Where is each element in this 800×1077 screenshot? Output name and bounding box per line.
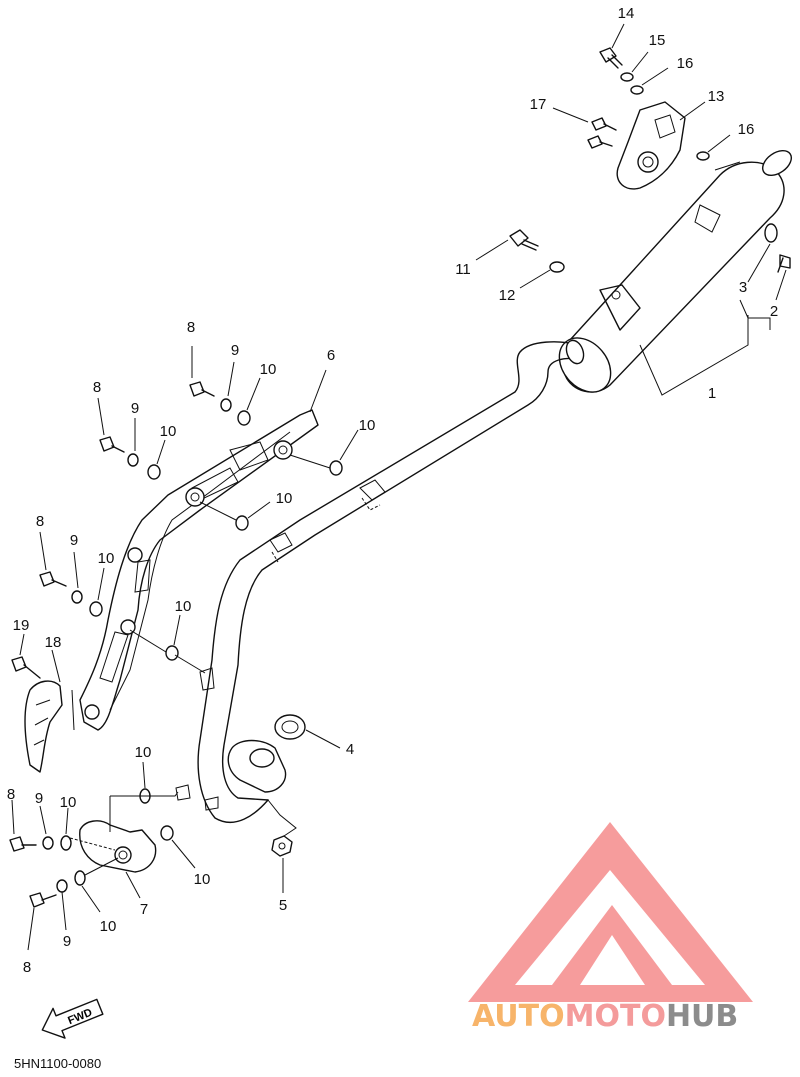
label-9: 9 xyxy=(35,790,43,807)
washer-part-10f xyxy=(165,645,179,661)
label-10: 10 xyxy=(160,423,177,440)
label-9: 9 xyxy=(131,400,139,417)
bolt-part-2 xyxy=(775,254,791,301)
label-18: 18 xyxy=(45,634,62,651)
protector-part-6 xyxy=(79,369,327,731)
label-19: 19 xyxy=(13,617,30,634)
exhaust-pipe-part xyxy=(175,339,585,823)
label-8: 8 xyxy=(187,319,195,336)
label-16: 16 xyxy=(677,55,694,72)
label-7: 7 xyxy=(140,901,148,918)
label-8: 8 xyxy=(93,379,101,396)
washer-part-10h xyxy=(160,825,174,841)
part-labels: 1 2 3 4 5 6 7 8 8 8 8 8 9 9 9 9 9 10 10 … xyxy=(7,5,778,976)
washer-part-10i xyxy=(60,835,72,851)
label-10: 10 xyxy=(359,417,376,434)
label-16: 16 xyxy=(738,121,755,138)
bolt-part-8c xyxy=(39,571,55,587)
label-10: 10 xyxy=(175,598,192,615)
bolt-part-8b xyxy=(99,436,115,452)
washer-part-16b xyxy=(696,151,710,161)
washer-part-3 xyxy=(764,223,778,243)
label-11: 11 xyxy=(455,261,471,278)
label-3: 3 xyxy=(739,279,747,296)
label-1: 1 xyxy=(708,385,716,402)
label-10: 10 xyxy=(276,490,293,507)
label-10: 10 xyxy=(100,918,117,935)
bolt-part-8d xyxy=(9,836,25,852)
muffler-part xyxy=(558,149,793,396)
washer-part-9a xyxy=(220,398,232,412)
bolt-part-8a xyxy=(189,381,205,397)
label-10: 10 xyxy=(194,871,211,888)
label-17: 17 xyxy=(530,96,547,113)
label-12: 12 xyxy=(499,287,516,304)
bolt-part-17 xyxy=(552,107,617,149)
washer-part-10a xyxy=(237,410,251,426)
washer-part-10e xyxy=(89,601,103,617)
washer-part-9b xyxy=(127,453,139,467)
washer-part-9c xyxy=(71,590,83,604)
label-9: 9 xyxy=(231,342,239,359)
washer-part-9e xyxy=(56,879,68,893)
protector-part-7 xyxy=(69,820,157,899)
washer-part-10b xyxy=(147,464,161,480)
bolt-part-11 xyxy=(475,229,539,261)
washer-part-9d xyxy=(42,836,54,850)
bolt-part-19 xyxy=(11,656,27,672)
svg-text:AUTOMOTOHUB: AUTOMOTOHUB xyxy=(472,999,738,1034)
label-13: 13 xyxy=(708,88,725,105)
washer-part-15 xyxy=(620,72,634,82)
label-8: 8 xyxy=(36,513,44,530)
washer-part-10c xyxy=(329,460,343,476)
label-10: 10 xyxy=(60,794,77,811)
label-10: 10 xyxy=(135,744,152,761)
washer-part-16a xyxy=(630,85,644,95)
watermark-hub: HUB xyxy=(666,999,738,1034)
washer-part-12 xyxy=(549,261,565,273)
label-8: 8 xyxy=(7,786,15,803)
nut-part-5 xyxy=(267,799,297,893)
bracket-part-13 xyxy=(616,101,706,190)
label-14: 14 xyxy=(618,5,635,22)
label-6: 6 xyxy=(327,347,335,364)
fwd-arrow-icon: FWD xyxy=(41,998,104,1039)
label-8: 8 xyxy=(23,959,31,976)
gasket-part-4 xyxy=(274,714,341,749)
label-5: 5 xyxy=(279,897,287,914)
bolt-part-8e xyxy=(29,892,45,908)
label-2: 2 xyxy=(770,303,778,320)
label-9: 9 xyxy=(70,532,78,549)
protector-part-18 xyxy=(24,649,75,773)
bolt-part-14 xyxy=(599,23,625,69)
fasteners xyxy=(9,23,791,951)
watermark-moto: MOTO xyxy=(565,999,666,1034)
washer-part-10j xyxy=(74,870,86,886)
washer-part-10d xyxy=(235,515,249,531)
label-9: 9 xyxy=(63,933,71,950)
label-15: 15 xyxy=(649,32,666,49)
watermark-auto: AUTO xyxy=(472,999,565,1034)
diagram-code: 5HN1100-0080 xyxy=(14,1056,101,1071)
label-10: 10 xyxy=(260,361,277,378)
label-4: 4 xyxy=(346,741,354,758)
watermark-logo: AUTOMOTOHUB xyxy=(468,822,753,1034)
label-10: 10 xyxy=(98,550,115,567)
